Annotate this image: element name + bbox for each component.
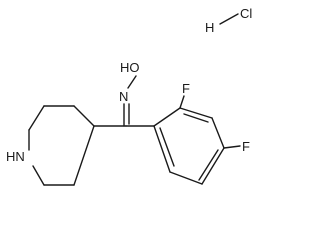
difluorophenyl-ring: F F	[125, 81, 250, 185]
cl-atom-label: Cl	[240, 6, 252, 21]
aryl-bond-2	[179, 107, 213, 119]
aryl-bond-2-inner	[183, 113, 209, 123]
aryl-bond-3	[211, 117, 225, 149]
aryl-bond-6-inner	[159, 127, 175, 167]
aryl-bond-4-inner	[198, 149, 219, 181]
f-ortho-bond	[179, 95, 185, 109]
aryl-bond-4	[201, 147, 225, 185]
piperidine-ring: HN	[6, 105, 127, 186]
oh-label: HO	[120, 60, 140, 75]
n-o-bond	[127, 75, 137, 89]
pip-bond-7	[73, 125, 95, 186]
pip-bond-5	[32, 165, 45, 186]
nh-label: HN	[6, 149, 25, 164]
oxime-n-label: N	[119, 89, 128, 104]
f-ortho-label: F	[182, 81, 190, 96]
hcl-salt: H Cl	[205, 6, 252, 35]
f-para-bond	[223, 145, 241, 149]
h-cl-bond	[219, 13, 239, 25]
oxime-group: HO N	[119, 60, 140, 127]
structure-diagram: H Cl HO N HN F F	[6, 6, 252, 186]
f-para-label: F	[242, 139, 250, 154]
aryl-bond-6	[153, 125, 171, 173]
h-atom-label: H	[205, 20, 214, 35]
aryl-bond-1	[153, 107, 181, 127]
aryl-bond-5	[169, 171, 203, 185]
pip-bond-3	[28, 105, 45, 131]
pip-bond-1	[73, 105, 95, 127]
